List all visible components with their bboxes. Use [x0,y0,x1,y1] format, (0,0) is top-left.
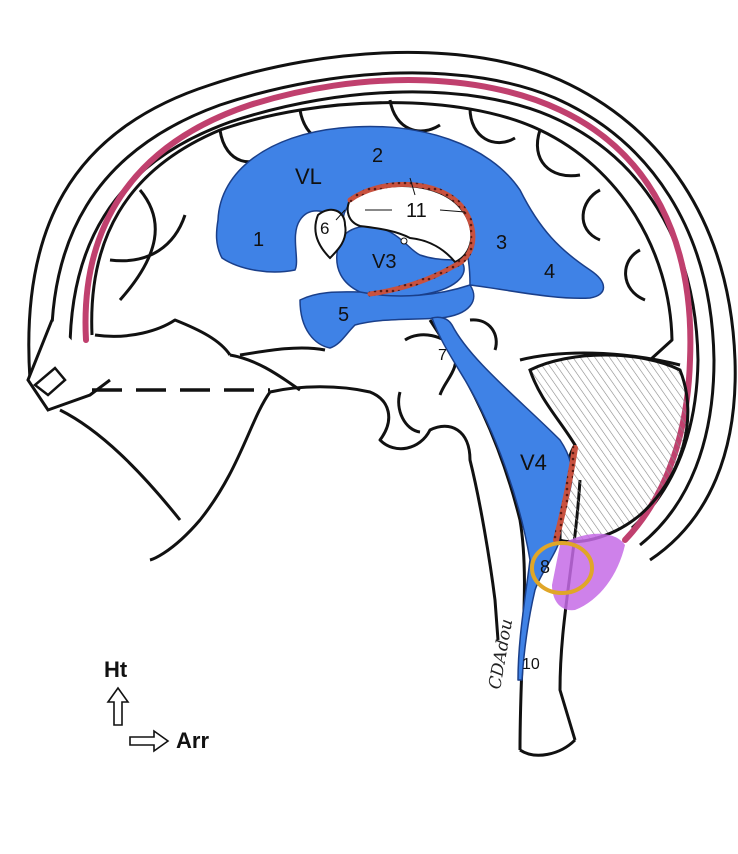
ventricular-system [215,125,605,681]
choroid-plexus-lateral [347,182,476,297]
skull-base-outline [59,318,500,641]
interthalamic-adhesion [400,237,408,245]
compass-up-label: Ht [104,657,128,682]
up-arrow-icon [106,686,130,726]
tentorium [519,351,681,367]
label-1: 1 [253,229,264,251]
brain-gyri-outline [90,99,674,362]
cisterna-magna [552,533,625,611]
label-6: 6 [320,219,329,238]
label-v4: V4 [520,450,547,475]
label-5: 5 [338,304,349,326]
label-4: 4 [544,261,555,283]
leader-lines [335,177,466,221]
orientation-arrows [106,686,170,753]
label-8: 8 [540,557,550,577]
foramen-ring [530,541,594,595]
right-arrow-icon [129,729,170,753]
label-10: 10 [522,656,540,673]
interventricular-bulge [314,208,347,260]
compass-right-label: Arr [176,728,210,753]
label-v3: V3 [372,251,396,273]
orbit-notch [33,366,67,397]
label-7: 7 [438,347,447,364]
label-vl: VL [295,164,322,189]
label-2: 2 [372,145,383,167]
diagram-labels: 1 2 3 4 5 6 7 8 10 11 VL V3 V4 [253,145,555,673]
label-3: 3 [496,232,507,254]
fourth-ventricle [431,316,573,681]
lateral-ventricle [215,125,605,300]
choroid-plexus-fourth [553,445,578,543]
label-11: 11 [406,200,427,222]
